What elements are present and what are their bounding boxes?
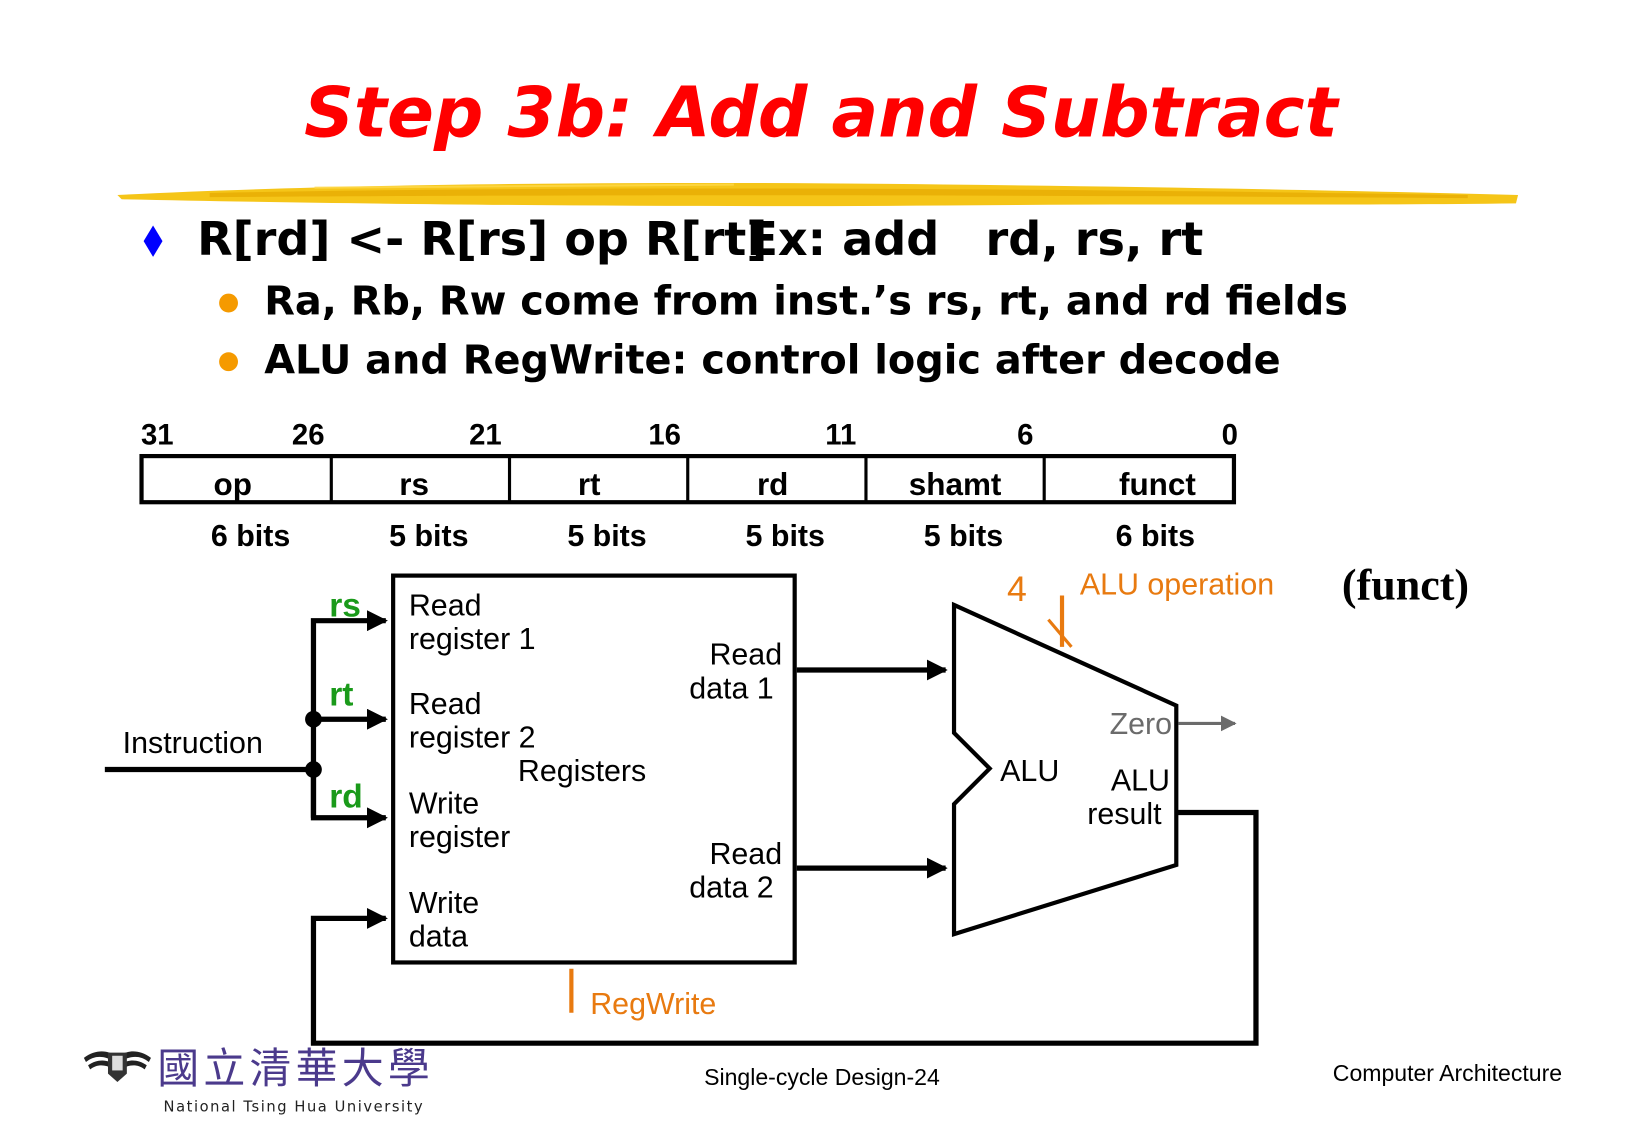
bit-position-21: 21 xyxy=(469,419,502,452)
alu-result-feedback-wire xyxy=(310,809,1259,1046)
university-name-chinese: 國立清華大學 xyxy=(157,1044,434,1093)
rt-label: rt xyxy=(329,677,353,714)
course-label: Computer Architecture xyxy=(1333,1060,1562,1086)
field-rs-width: 5 bits xyxy=(389,519,468,553)
bit-position-16: 16 xyxy=(648,419,681,452)
read-register-2-label: Read xyxy=(409,687,482,721)
read-register-2-label-2: register 2 xyxy=(409,721,536,755)
registers-label: Registers xyxy=(518,754,646,788)
field-rd-width: 5 bits xyxy=(746,519,825,553)
alu-result-label: ALU xyxy=(1111,764,1170,798)
register-file-box xyxy=(391,573,797,965)
read-data-1-label-2: data 1 xyxy=(689,671,773,705)
instruction-bus: Instruction rs rt rd xyxy=(104,587,388,829)
bit-position-0: 0 xyxy=(1222,419,1238,452)
field-shamt-width: 5 bits xyxy=(924,519,1003,553)
rs-wire xyxy=(310,610,388,818)
university-logo: 國立清華大學 National Tsing Hua University xyxy=(83,1044,434,1115)
field-op: op xyxy=(214,467,252,502)
bullet-main-operands: rd, rs, rt xyxy=(985,212,1203,266)
rs-label: rs xyxy=(329,587,361,624)
field-shamt: shamt xyxy=(909,467,1002,502)
bullet-sub-2: ALU and RegWrite: control logic after de… xyxy=(219,337,1281,383)
alu: ALU Zero ALU result xyxy=(951,601,1237,938)
instruction-label: Instruction xyxy=(123,726,263,760)
field-rs: rs xyxy=(399,467,429,502)
bullet-main-formula: R[rd] <- R[rs] op R[rt] xyxy=(197,212,767,266)
junction-dot xyxy=(305,761,322,778)
alu-control: 4 ALU operation (funct) xyxy=(1007,561,1469,648)
field-rd: rd xyxy=(757,467,788,502)
nthu-emblem-icon xyxy=(83,1051,151,1082)
field-op-width: 6 bits xyxy=(211,519,290,553)
field-funct: funct xyxy=(1119,467,1196,502)
rd-wire xyxy=(310,769,388,829)
field-rt-width: 5 bits xyxy=(567,519,646,553)
slide-title: Step 3b: Add and Subtract xyxy=(304,73,1340,153)
rd-label: rd xyxy=(329,778,363,815)
bit-position-31: 31 xyxy=(141,419,174,452)
field-funct-width: 6 bits xyxy=(1116,519,1195,553)
dot-bullet-icon xyxy=(219,293,238,313)
alu-result-label-2: result xyxy=(1087,797,1162,831)
bit-position-6: 6 xyxy=(1017,419,1033,452)
title-underline-stroke xyxy=(117,182,1519,207)
read-data-2-label-2: data 2 xyxy=(689,870,773,904)
bit-position-11: 11 xyxy=(825,419,856,452)
dot-bullet-icon xyxy=(219,352,238,372)
read-data-1-label: Read xyxy=(709,638,782,672)
write-register-label-2: register xyxy=(409,820,510,854)
read-register-1-label: Read xyxy=(409,588,482,622)
alu-label: ALU xyxy=(1000,754,1059,788)
funct-note: (funct) xyxy=(1342,561,1469,610)
bullet-sub-1: Ra, Rb, Rw come from inst.’s rs, rt, and… xyxy=(219,279,1348,325)
read-data-2-label: Read xyxy=(709,837,782,871)
write-register-label: Write xyxy=(409,787,479,821)
alu-operation-label: ALU operation xyxy=(1080,567,1274,601)
register-file: Read register 1 Read register 2 Write re… xyxy=(391,573,797,965)
bit-position-26: 26 xyxy=(292,419,325,452)
read-register-1-label-2: register 1 xyxy=(409,622,536,656)
write-data-label: Write xyxy=(409,886,479,920)
page-label: Single-cycle Design-24 xyxy=(704,1064,940,1090)
bullet-sub-1-text: Ra, Rb, Rw come from inst.’s rs, rt, and… xyxy=(264,279,1348,325)
bus-width-slash-icon xyxy=(1047,618,1073,648)
instruction-format: 31 26 21 16 11 6 0 op rs rt rd shamt fun… xyxy=(139,419,1238,553)
write-data-label-2: data xyxy=(409,920,468,954)
regwrite-label: RegWrite xyxy=(590,987,716,1021)
alu-control-width: 4 xyxy=(1007,569,1027,609)
diamond-bullet-icon xyxy=(143,225,163,257)
zero-label: Zero xyxy=(1110,707,1173,741)
field-rt: rt xyxy=(578,467,601,502)
university-name-english: National Tsing Hua University xyxy=(164,1098,425,1115)
alu-shape xyxy=(951,601,1179,938)
bullet-sub-2-text: ALU and RegWrite: control logic after de… xyxy=(264,337,1280,383)
bullet-main-example: Ex: add xyxy=(746,212,939,266)
bullet-main: R[rd] <- R[rs] op R[rt] Ex: add rd, rs, … xyxy=(143,212,1203,266)
junction-dot xyxy=(305,710,322,728)
